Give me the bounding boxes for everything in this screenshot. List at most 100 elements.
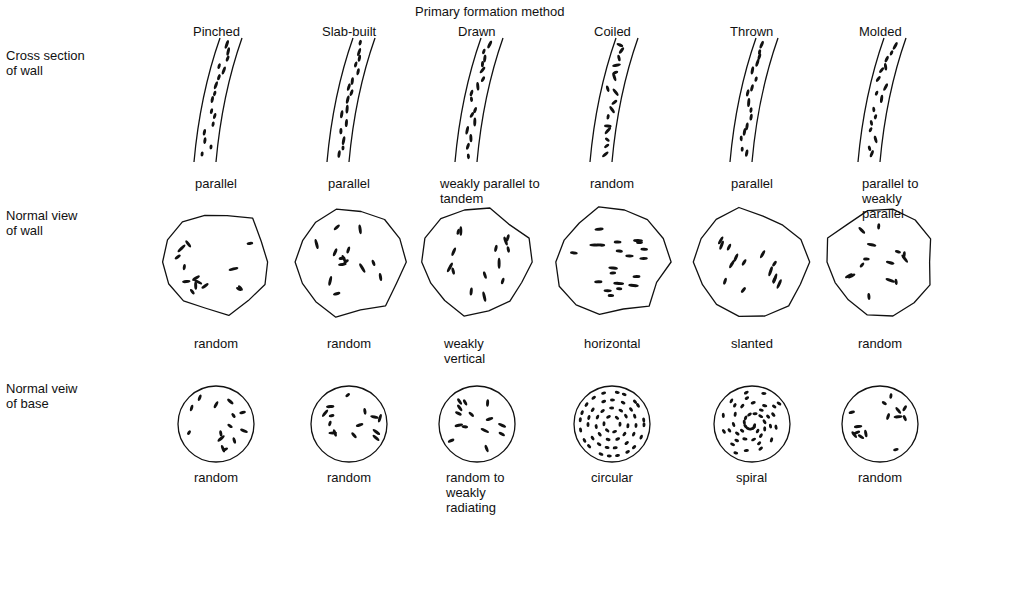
inclusion-mark: [371, 259, 376, 266]
inclusion-mark: [494, 245, 498, 253]
inclusion-mark: [755, 428, 760, 434]
inclusion-mark: [209, 144, 212, 149]
inclusion-mark: [755, 58, 760, 67]
wall-line: [590, 38, 616, 162]
inclusion-mark: [718, 240, 724, 250]
inclusion-mark: [345, 95, 350, 104]
inclusion-mark: [197, 394, 202, 401]
inclusion-mark: [570, 251, 578, 255]
inclusion-mark: [885, 277, 895, 283]
inclusion-mark: [616, 42, 624, 48]
inclusion-mark: [633, 239, 643, 242]
inclusion-mark: [628, 283, 639, 287]
inclusion-mark: [226, 47, 231, 56]
inclusion-mark: [726, 243, 732, 251]
inclusion-mark: [745, 149, 749, 157]
inclusion-mark: [358, 224, 362, 234]
inclusion-mark: [889, 393, 893, 399]
inclusion-mark: [745, 89, 750, 97]
inclusion-mark: [604, 126, 612, 135]
inclusion-mark: [596, 243, 605, 247]
inclusion-mark: [582, 437, 587, 443]
inclusion-mark: [867, 293, 871, 300]
wall-face-view: [693, 208, 809, 317]
row-label: Normal view of wall: [6, 208, 91, 238]
inclusion-mark: [341, 254, 347, 262]
inclusion-mark: [617, 54, 621, 61]
inclusion-mark: [759, 40, 765, 49]
inclusion-mark: [611, 99, 618, 106]
inclusion-mark: [880, 95, 884, 104]
inclusion-mark: [882, 83, 888, 92]
inclusion-mark: [868, 127, 873, 133]
inclusion-mark: [201, 282, 210, 289]
inclusion-mark: [893, 447, 899, 451]
inclusion-mark: [353, 61, 358, 68]
column-header: Slab-built: [322, 24, 376, 39]
wall-line: [327, 38, 353, 162]
inclusion-mark: [620, 400, 626, 405]
inclusion-mark: [226, 398, 234, 405]
inclusion-mark: [762, 419, 767, 425]
inclusion-mark: [610, 398, 615, 401]
inclusion-mark: [628, 407, 633, 413]
inclusion-mark: [328, 414, 334, 418]
inclusion-mark: [326, 405, 335, 409]
inclusion-mark: [603, 143, 610, 149]
inclusion-mark: [479, 66, 486, 74]
inclusion-mark: [451, 247, 457, 256]
inclusion-mark: [213, 401, 219, 409]
inclusion-mark: [754, 76, 758, 82]
inclusion-mark: [332, 248, 338, 257]
inclusion-mark: [605, 85, 610, 92]
caption: weakly parallel to tandem: [440, 176, 540, 206]
inclusion-mark: [765, 414, 771, 420]
inclusion-mark: [590, 435, 595, 441]
inclusion-mark: [612, 72, 618, 81]
inclusion-mark: [613, 446, 618, 450]
inclusion-mark: [607, 454, 612, 457]
inclusion-mark: [604, 137, 610, 143]
wall-face-view: [556, 207, 671, 314]
inclusion-mark: [455, 410, 463, 416]
inclusion-mark: [622, 431, 627, 437]
inclusion-mark: [633, 275, 641, 278]
inclusion-mark: [598, 452, 604, 457]
caption: parallel: [731, 176, 773, 191]
inclusion-mark: [640, 247, 648, 251]
sherd-outline: [827, 209, 931, 316]
inclusion-mark: [616, 249, 623, 253]
inclusion-mark: [602, 421, 605, 426]
inclusion-mark: [469, 89, 474, 96]
wall-cross-section: [858, 38, 906, 162]
inclusion-mark: [618, 47, 625, 55]
inclusion-mark: [771, 260, 777, 267]
inclusion-mark: [869, 120, 873, 126]
inclusion-mark: [758, 414, 764, 419]
inclusion-mark: [626, 423, 630, 428]
inclusion-mark: [768, 424, 772, 429]
inclusion-mark: [456, 398, 463, 406]
inclusion-mark: [867, 145, 872, 151]
inclusion-mark: [328, 420, 333, 426]
inclusion-mark: [217, 434, 226, 442]
inclusion-mark: [874, 90, 879, 96]
inclusion-mark: [618, 422, 621, 427]
inclusion-mark: [378, 273, 382, 282]
inclusion-mark: [451, 267, 456, 275]
inclusion-mark: [470, 96, 474, 102]
inclusion-mark: [332, 429, 337, 437]
inclusion-mark: [356, 68, 360, 75]
inclusion-mark: [632, 413, 636, 419]
inclusion-mark: [321, 409, 329, 418]
inclusion-mark: [483, 54, 487, 62]
inclusion-mark: [459, 226, 462, 236]
inclusion-mark: [370, 415, 379, 420]
inclusion-mark: [191, 274, 200, 281]
inclusion-mark: [227, 423, 234, 429]
inclusion-mark: [467, 153, 471, 159]
inclusion-mark: [734, 431, 740, 437]
inclusion-mark: [873, 114, 877, 120]
inclusion-mark: [612, 88, 620, 97]
inclusion-mark: [721, 428, 726, 434]
